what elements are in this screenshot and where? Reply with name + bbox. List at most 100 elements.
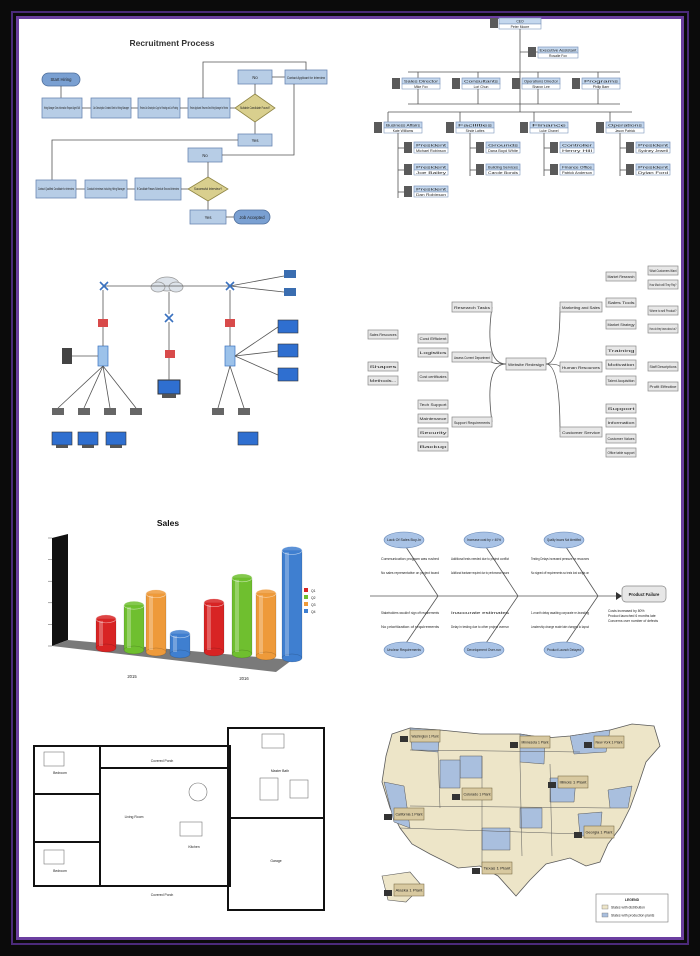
org-name: Joe Bailey — [416, 171, 447, 175]
bar — [231, 573, 253, 659]
factory-icon — [400, 736, 408, 742]
firewall-icon — [225, 319, 235, 327]
org-chart-panel: CEO Peter Moore Executive Assistant Rosa… — [364, 14, 684, 224]
photo — [528, 47, 536, 57]
flowchart-title: Recruitment Process — [129, 38, 214, 48]
room-label: Garage — [270, 859, 281, 863]
callout-label: Alaska 1 Plant — [396, 889, 423, 893]
network-diagram-panel — [34, 262, 324, 462]
effect-note: Product launched 6 months late — [608, 614, 656, 618]
org-name: Patrick Anderson — [562, 171, 592, 175]
org-role: Finance Office — [562, 166, 592, 170]
cause-note: No signed off requirements so tests lost… — [531, 571, 589, 575]
mindmap-leaf-label: Logistics — [420, 351, 448, 355]
mindmap-leaf — [605, 359, 637, 370]
plant-callout: Texas 1 Plant — [472, 861, 513, 875]
switch-icon — [224, 345, 236, 367]
factory-icon — [452, 794, 460, 800]
mindmap-leaf — [605, 297, 637, 308]
mindmap-leaf — [605, 403, 637, 414]
desktop-icon — [77, 431, 99, 446]
bar — [145, 589, 167, 657]
step-label: Conduct Interviews Including Hiring Mana… — [87, 187, 125, 191]
mindmap-leaf-label: Support — [608, 407, 635, 411]
mindmap-leaf — [605, 271, 637, 282]
org-name: Dan Robinson — [416, 193, 446, 197]
org-name: Henry Hill — [562, 149, 592, 153]
room-label: Bedroom — [53, 869, 67, 873]
mindmap-center-label: Website Redesign — [508, 363, 544, 367]
mindmap-leaf-label: Security — [420, 431, 448, 435]
cause-note: Leadership change made late changes to l… — [531, 625, 589, 629]
room-label: Living Room — [125, 815, 144, 819]
legend-title: LEGEND — [625, 898, 640, 902]
cause-label: Increase cost by > 40% — [467, 538, 501, 542]
laptop-icon — [284, 288, 296, 296]
mindmap-leaf — [417, 333, 449, 344]
photo — [520, 122, 528, 133]
factory-icon — [472, 868, 480, 874]
step-label: Contact Qualified Candidate for Intervie… — [38, 187, 74, 191]
org-name: Dylan Ford — [638, 171, 668, 175]
photo — [404, 142, 412, 153]
room-label: Bedroom — [53, 771, 67, 775]
factory-icon — [510, 742, 518, 748]
phone-icon — [238, 408, 250, 415]
phone-icon — [212, 408, 224, 415]
photo — [476, 142, 484, 153]
cause-note: Inaccurate estimates — [451, 611, 510, 615]
org-name: Sinde Lattes — [466, 129, 485, 133]
mindmap-leaf — [417, 347, 449, 358]
cause-note: Delay in testing due to other project ov… — [451, 625, 509, 629]
org-name: Dana Boyd White — [488, 149, 518, 153]
mindmap-leaf-label: Information — [608, 421, 635, 425]
cause-category — [463, 531, 505, 549]
org-name: Luke Chanel — [539, 129, 558, 133]
frame-border — [11, 11, 689, 945]
mindmap-leaf-label: Office table support — [608, 451, 635, 455]
legend-swatch — [304, 588, 308, 592]
plant-callout: Alaska 1 Plant — [384, 883, 425, 897]
house-outline — [33, 745, 231, 887]
cause-label: Lack Of Sales Buy-In — [387, 538, 421, 542]
router-icon — [99, 281, 109, 291]
mindmap-node-label: Human Resources — [562, 366, 600, 370]
step-label: Review Job Description Copy for Reading … — [140, 106, 178, 110]
org-role: Finance — [532, 124, 566, 128]
mindmap-node-label: Support Requirements — [454, 421, 490, 425]
mindmap-node — [451, 301, 493, 313]
org-role: President — [638, 166, 668, 170]
cause-category — [383, 531, 425, 549]
decision-label: Suitable Candidate Found? — [240, 106, 270, 110]
mindmap-leaf-label: Customer Values — [608, 437, 635, 441]
effect-box — [621, 585, 667, 603]
mindmap-leaf-label: Backup — [420, 445, 447, 449]
desktop-icon — [277, 319, 299, 334]
photo — [626, 142, 634, 153]
org-name: Sharon Lee — [532, 85, 550, 89]
cause-label: Development Over-run — [467, 648, 501, 652]
org-name: Philip Baer — [593, 85, 610, 89]
photo — [476, 164, 484, 175]
bar — [123, 600, 145, 655]
cause-note: No prioritization of requirements — [381, 625, 439, 629]
factory-icon — [548, 782, 556, 788]
mindmap-leaf — [605, 345, 637, 356]
mindmap-leaf — [647, 279, 679, 290]
step-label: If Candidate Passes Schedule Second Inte… — [137, 187, 179, 191]
mindmap-leaf — [605, 447, 637, 458]
mindmap-node — [451, 416, 493, 428]
mindmap-leaf — [647, 361, 679, 372]
org-role: Building Services — [488, 166, 518, 170]
mindmap-leaf-label: How do they know about us? — [650, 327, 677, 331]
router-icon — [164, 313, 174, 323]
